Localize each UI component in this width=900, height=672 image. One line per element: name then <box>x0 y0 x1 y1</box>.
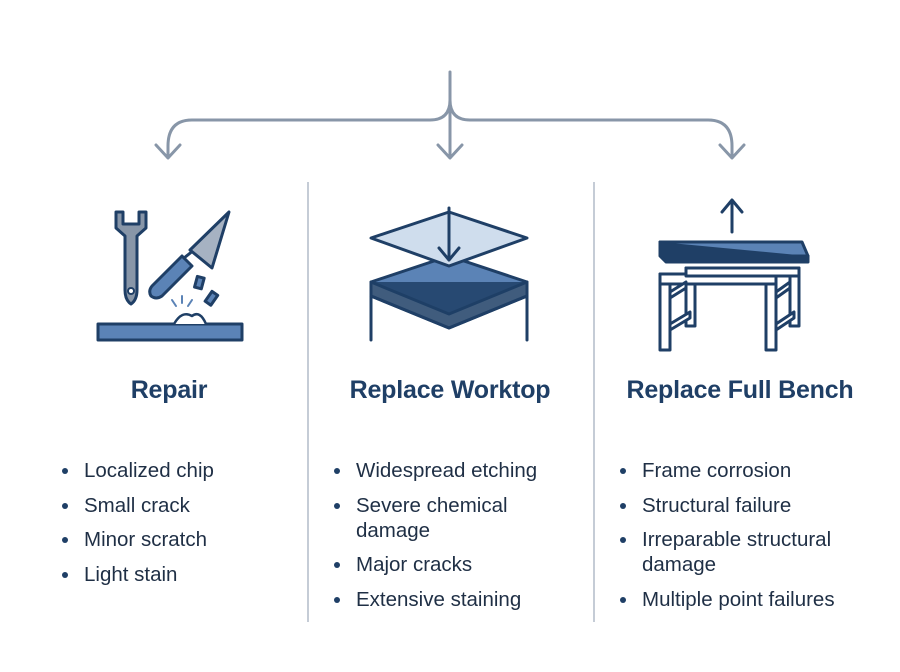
list-item: Small crack <box>62 493 214 518</box>
bench-replace-icon <box>658 198 810 352</box>
list-item: Frame corrosion <box>620 458 870 483</box>
list-item: Minor scratch <box>62 527 214 552</box>
arrowhead-left-icon <box>154 143 182 160</box>
criteria-list: Localized chip Small crack Minor scratch… <box>62 458 214 596</box>
column-title: Replace Full Bench <box>626 376 854 404</box>
wrench-trowel-icon <box>96 210 244 342</box>
worktop-swap-icon <box>369 206 529 342</box>
column-title: Repair <box>130 376 208 404</box>
list-item: Multiple point failures <box>620 587 870 612</box>
criteria-list: Widespread etching Severe chemical damag… <box>334 458 584 621</box>
criteria-list: Frame corrosion Structural failure Irrep… <box>620 458 870 621</box>
arrowhead-center-icon <box>436 143 464 160</box>
list-item: Localized chip <box>62 458 214 483</box>
list-item: Irreparable structural damage <box>620 527 870 577</box>
arrowhead-right-icon <box>718 143 746 160</box>
list-item: Extensive staining <box>334 587 584 612</box>
branch-right-line <box>448 98 734 158</box>
column-divider-left <box>307 182 309 622</box>
column-title: Replace Worktop <box>349 376 551 404</box>
list-item: Structural failure <box>620 493 870 518</box>
column-divider-right <box>593 182 595 622</box>
list-item: Widespread etching <box>334 458 584 483</box>
list-item: Major cracks <box>334 552 584 577</box>
list-item: Severe chemical damage <box>334 493 584 543</box>
list-item: Light stain <box>62 562 214 587</box>
